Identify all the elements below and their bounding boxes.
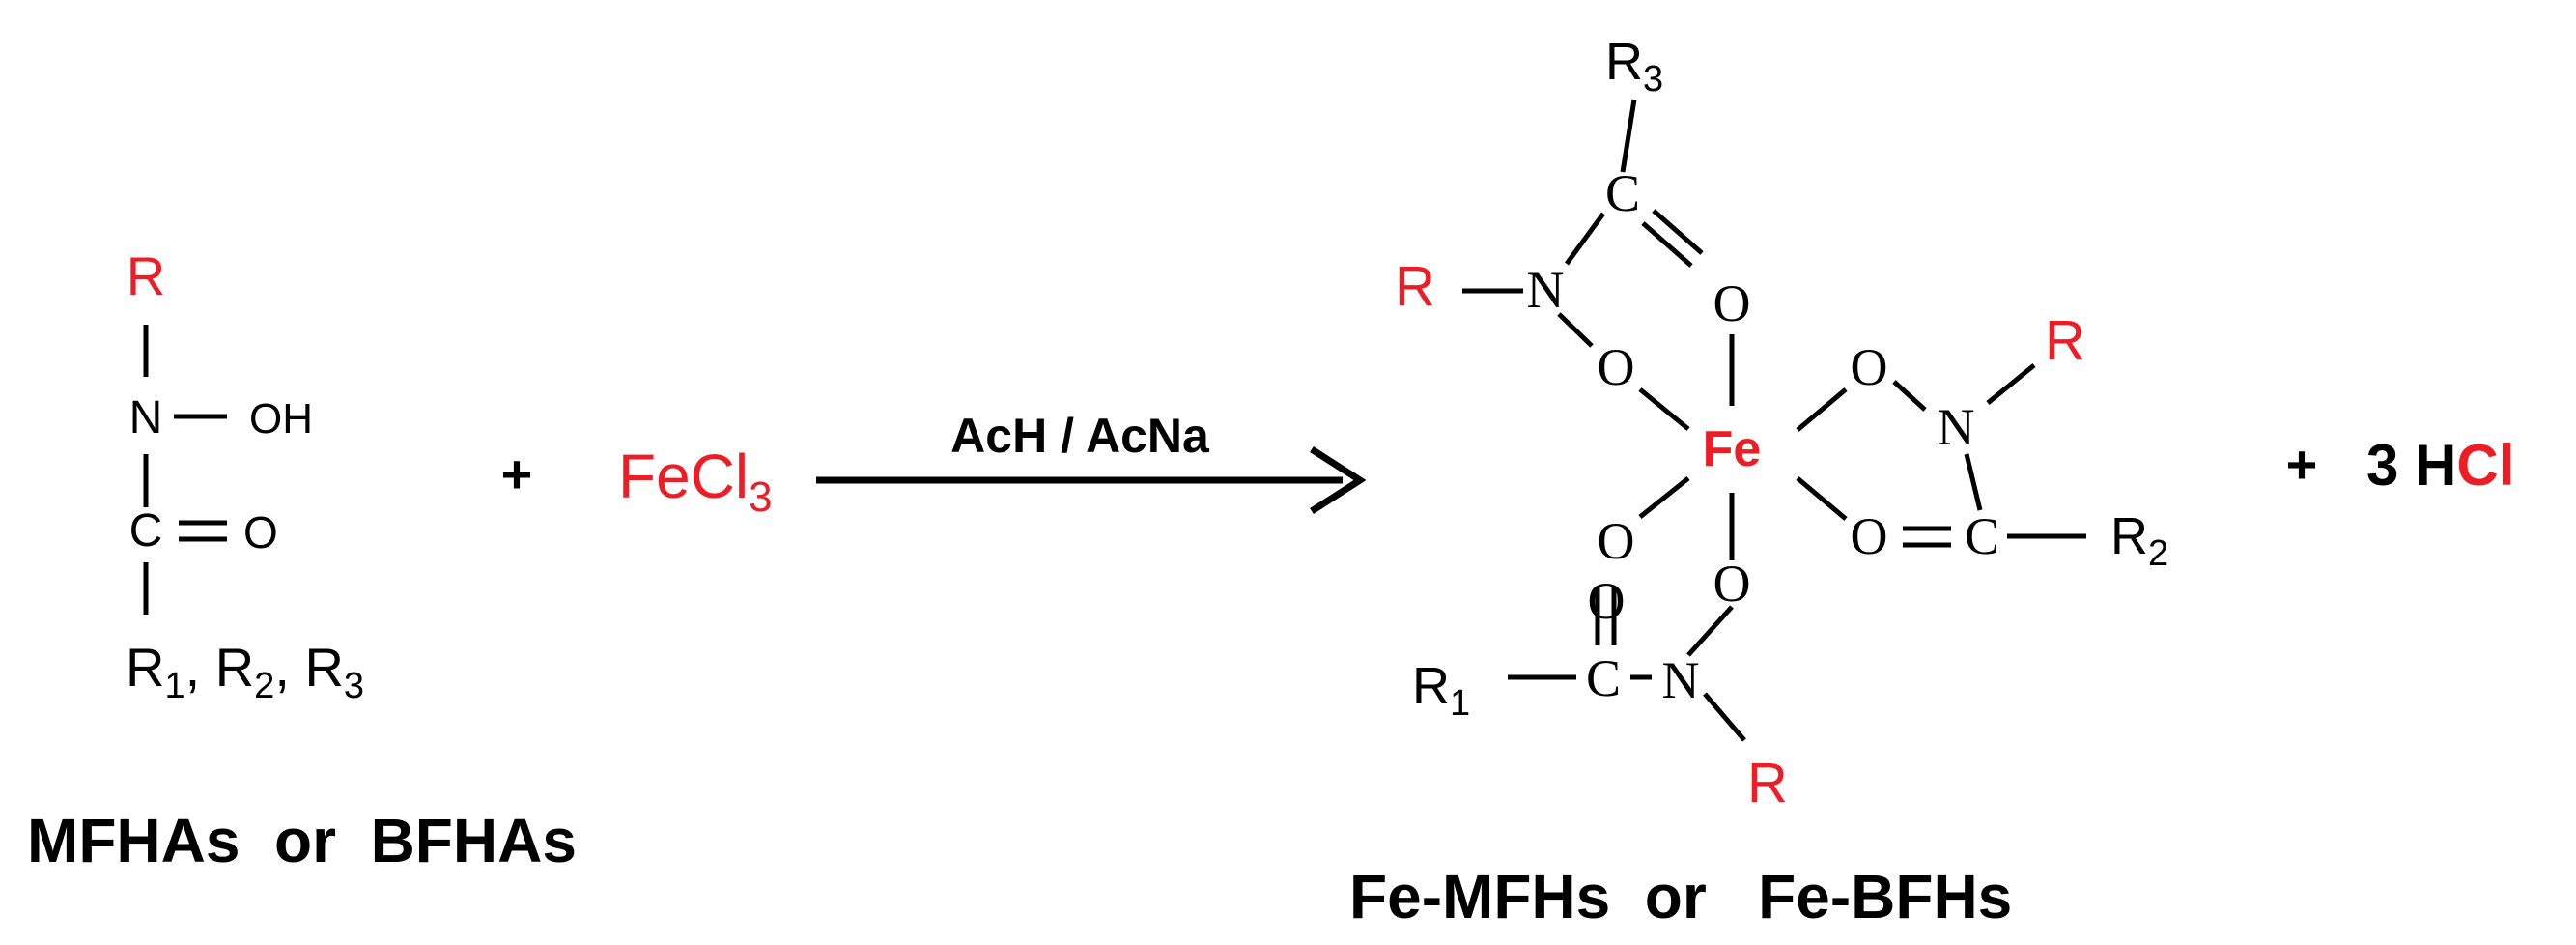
bond-n-r-right — [1986, 363, 2036, 405]
bond-o-n-bottom — [1686, 605, 1734, 657]
complex-o-right-bottom-label: O — [1851, 507, 1888, 565]
complex-o-bottom-left-label: O — [1598, 512, 1635, 570]
bond-fe-o-right-bottom — [1796, 476, 1848, 521]
reactant-c-label: C — [129, 505, 163, 557]
complex-n-left-label: N — [1527, 261, 1565, 319]
bond-lines — [143, 99, 2086, 742]
reagent-fecl3: FeCl3 — [618, 442, 773, 521]
bond-c-o-dbl-b — [1641, 221, 1693, 268]
reactant-o-label: O — [243, 507, 278, 558]
complex-r-left-label: R — [1395, 255, 1435, 318]
bond-fe-o-right-top — [1796, 387, 1848, 432]
reactant-name: MFHAs or BFHAs — [27, 806, 577, 875]
complex-name: Fe-MFHs or Fe-BFHs — [1349, 862, 2012, 931]
complex-r3-label: R3 — [1605, 33, 1663, 100]
complex-n-right-label: N — [1938, 398, 1975, 456]
arrow-condition-label: AcH / AcNa — [950, 409, 1210, 463]
reactant-oh-label: OH — [249, 395, 313, 443]
complex-o-left-label: O — [1598, 338, 1635, 396]
complex-c-bottom-label: C — [1586, 649, 1621, 707]
complex-o-bottom-dbl-label: O — [1588, 572, 1626, 630]
complex-o-top-label: O — [1713, 274, 1751, 332]
bond-r3-c — [1620, 99, 1637, 173]
complex-r2-label: R2 — [2110, 507, 2168, 574]
complex-c-right-label: C — [1965, 507, 1999, 565]
complex-c-top-label: C — [1605, 164, 1640, 222]
plus-sign-1: + — [501, 444, 533, 504]
bond-c-n-top — [1564, 212, 1606, 266]
reactant-r-list: R1, R2, R3 — [126, 637, 364, 706]
complex-r-bottom-label: R — [1747, 752, 1788, 815]
complex-n-bottom-label: N — [1662, 651, 1700, 709]
fe-center-label: Fe — [1703, 421, 1762, 477]
complex-r-right-label: R — [2045, 309, 2085, 372]
bond-fe-o-bottom-left — [1638, 476, 1690, 519]
bond-n-o-left — [1557, 312, 1594, 348]
bond-n-r-bottom — [1703, 692, 1746, 742]
reaction-arrow — [816, 446, 1367, 514]
bond-c-o-dbl-a — [1652, 209, 1704, 255]
bond-o-n-right — [1892, 380, 1927, 412]
complex-r1-label: R1 — [1412, 657, 1470, 724]
complex-o-right-top-label: O — [1851, 338, 1888, 396]
plus-sign-2: + — [2286, 434, 2318, 495]
bond-n-c-right — [1964, 453, 1983, 511]
arrow-head — [1310, 446, 1367, 514]
reactant-r-label: R — [127, 245, 165, 306]
complex-o-bottom-label: O — [1713, 555, 1751, 613]
bond-o-fe-left — [1638, 387, 1690, 431]
byproduct-hcl: 3 HCl — [2366, 433, 2514, 498]
reactant-n-label: N — [129, 392, 163, 444]
